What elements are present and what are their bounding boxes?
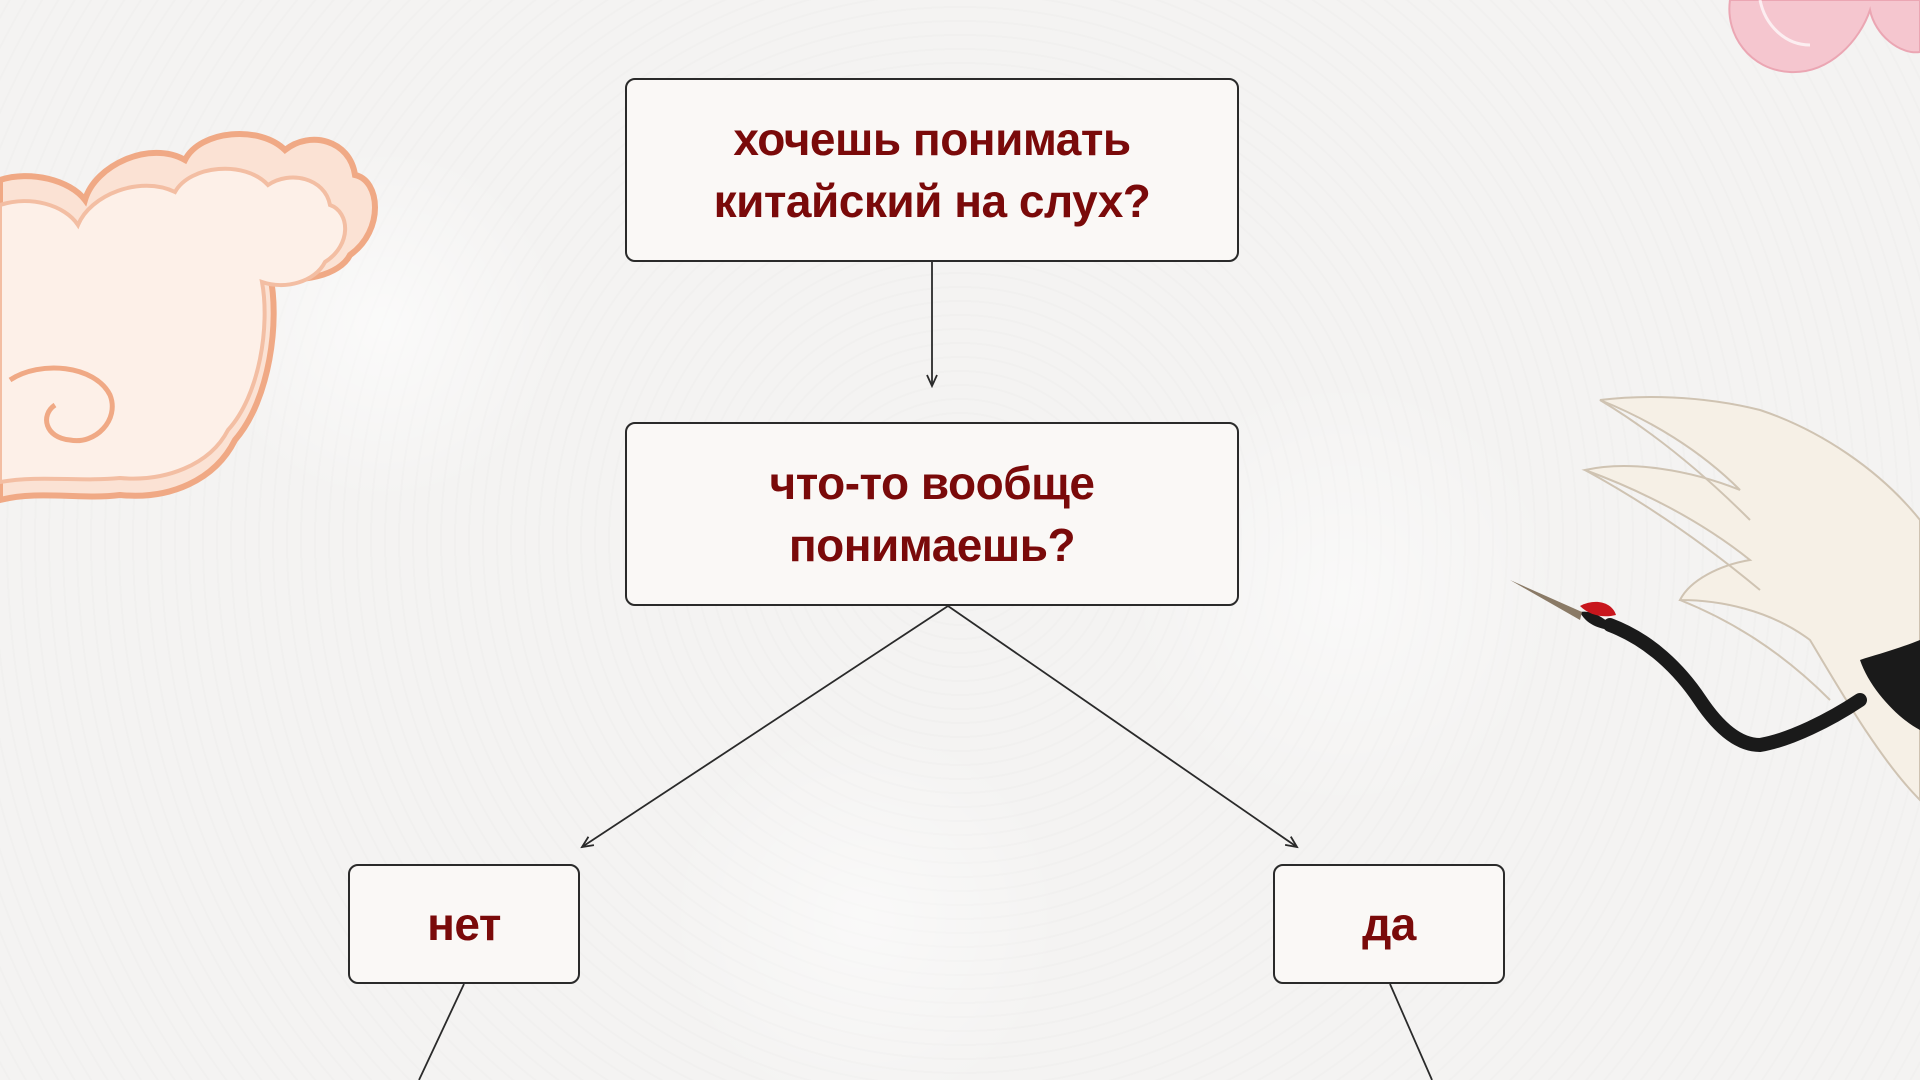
- answer-no-label: нет: [427, 898, 501, 950]
- crane-icon: [1510, 396, 1920, 802]
- question-node-listening: хочешь понимать китайский на слух?: [625, 78, 1239, 262]
- answer-node-yes: да: [1273, 864, 1505, 984]
- blossom-icon: [1728, 0, 1920, 74]
- question-node-listening-text: хочешь понимать китайский на слух?: [714, 108, 1151, 232]
- question-2-line-2: понимаешь?: [788, 519, 1076, 571]
- connector-no-down: [418, 983, 465, 1080]
- connector-yes-down: [1389, 983, 1433, 1080]
- answer-yes-label: да: [1362, 898, 1416, 950]
- cloud-icon: [0, 131, 378, 504]
- question-node-understand-text: что-то вообще понимаешь?: [769, 452, 1095, 576]
- connector-q2-no: [582, 605, 949, 847]
- question-2-line-1: что-то вообще: [769, 457, 1095, 509]
- question-1-line-1: хочешь понимать: [733, 113, 1131, 165]
- question-node-understand: что-то вообще понимаешь?: [625, 422, 1239, 606]
- question-1-line-2: китайский на слух?: [713, 175, 1151, 227]
- answer-node-no: нет: [348, 864, 580, 984]
- connector-q2-yes: [947, 605, 1297, 847]
